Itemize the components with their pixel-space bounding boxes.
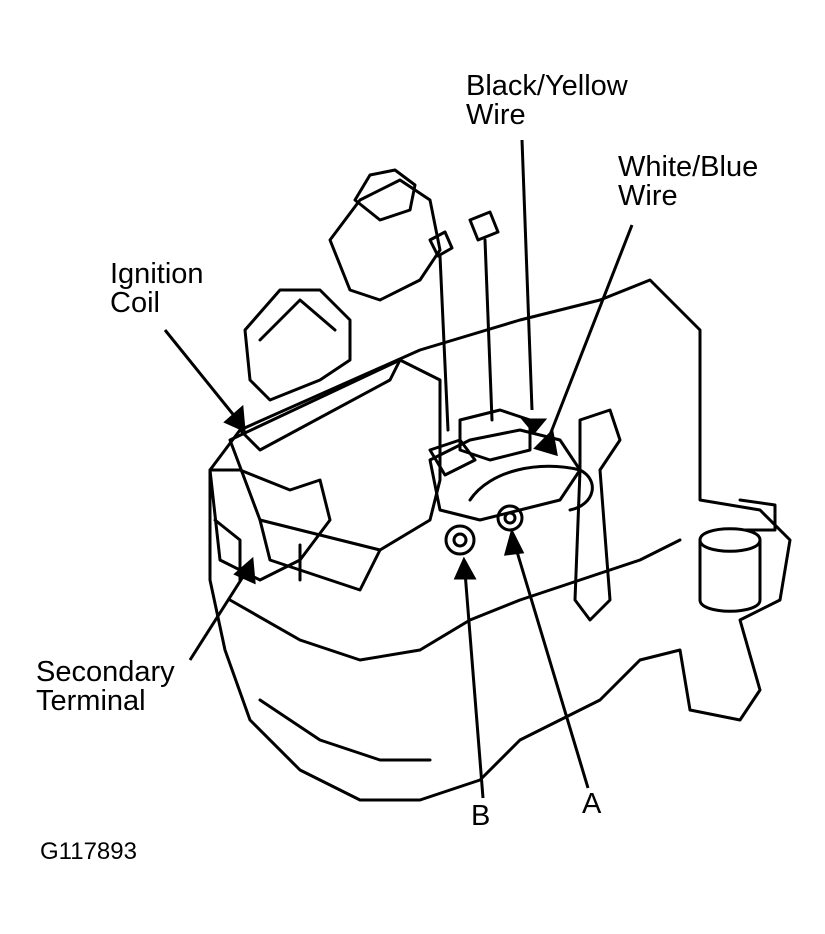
secondary-terminal-label: Secondary Terminal	[36, 656, 175, 717]
figure-id: G117893	[40, 838, 137, 865]
black-yellow-wire-label: Black/Yellow Wire	[466, 70, 628, 131]
module-housing	[208, 278, 792, 802]
white-blue-wire-leader	[546, 224, 634, 441]
white-blue-wire-label: White/Blue Wire	[618, 151, 759, 212]
secondary-terminal-leader	[188, 571, 248, 661]
point-a-leader	[513, 544, 590, 789]
ignition-coil-body	[228, 358, 442, 552]
black-yellow-wire-leader	[520, 139, 534, 411]
ignition-coil-leader	[163, 329, 238, 419]
point-b-label: B	[471, 800, 491, 832]
point-b-leader	[463, 571, 485, 799]
ignition-coil-label: Ignition Coil	[110, 258, 204, 319]
secondary-terminal-cap	[208, 468, 332, 582]
point-a-label: A	[582, 788, 602, 820]
